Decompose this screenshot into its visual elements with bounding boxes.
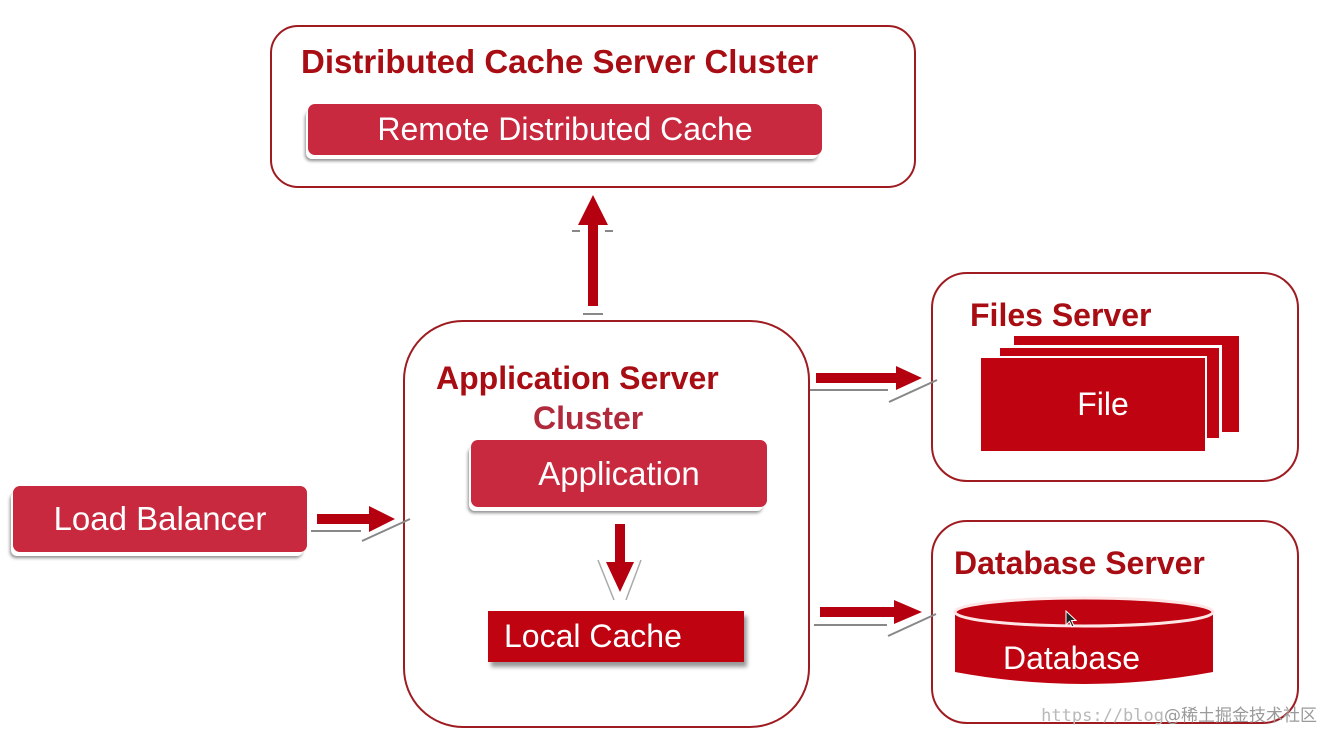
arrow-app-to-database-server — [814, 600, 937, 637]
database-server: Database Server Database — [931, 520, 1299, 724]
application-server-cluster: Application Server Cluster Application L… — [403, 320, 810, 728]
remote-distributed-cache[interactable]: Remote Distributed Cache — [308, 104, 822, 155]
arrow-load-balancer-to-app — [311, 506, 411, 542]
load-balancer[interactable]: Load Balancer — [13, 486, 307, 552]
mouse-cursor-icon — [1065, 610, 1078, 628]
file-node[interactable]: File — [979, 356, 1207, 453]
database-server-title: Database Server — [954, 545, 1205, 581]
arrow-app-to-files-server — [810, 366, 938, 403]
local-cache-node[interactable]: Local Cache — [488, 611, 744, 662]
database-node[interactable]: Database — [1003, 640, 1140, 676]
distributed-cache-cluster: Distributed Cache Server Cluster Remote … — [270, 25, 916, 188]
distributed-cache-cluster-title: Distributed Cache Server Cluster — [301, 43, 819, 80]
arrow-app-to-distributed-cache — [572, 195, 613, 315]
application-server-cluster-title-line2: Cluster — [533, 400, 644, 436]
application-node[interactable]: Application — [471, 440, 767, 507]
watermark: https://blog@稀土掘金技术社区 — [1041, 701, 1317, 726]
files-server-title: Files Server — [970, 297, 1152, 333]
database-cylinder-icon — [953, 596, 1215, 684]
files-server: Files Server File — [931, 272, 1299, 482]
application-server-cluster-title: Application Server — [436, 360, 719, 396]
watermark-text: @稀土掘金技术社区 — [1164, 706, 1317, 726]
watermark-url: https://blog — [1041, 706, 1164, 726]
